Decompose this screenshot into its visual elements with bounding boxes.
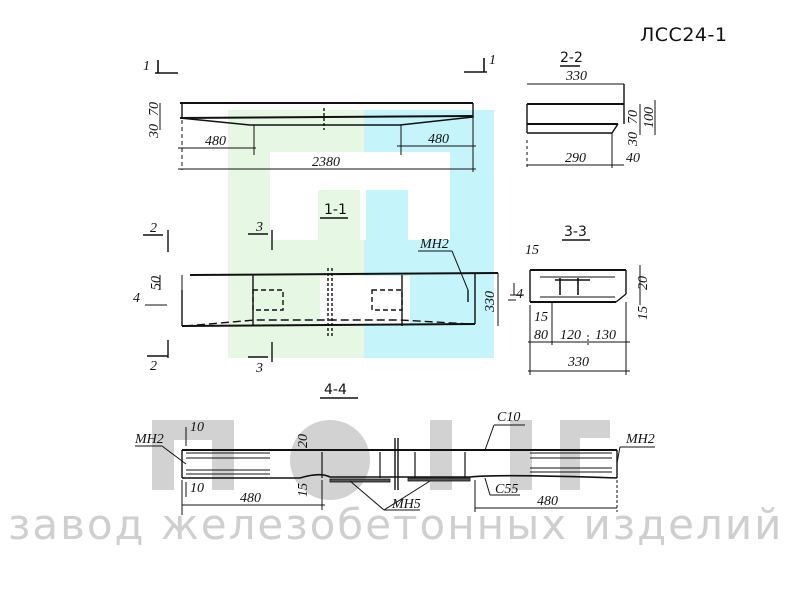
cut-2-bottom: 2 [150, 359, 157, 374]
dim-3-3-130: 130 [595, 328, 616, 343]
dim-1-1-330: 330 [483, 291, 498, 313]
cut-4-marker-3-3: 4 [516, 287, 523, 302]
section-4-4 [135, 397, 655, 515]
dim-elev-left-480: 480 [205, 134, 226, 149]
dim-3-3-15-left: 15 [534, 310, 548, 325]
callout-mh2-right: МН2 [625, 432, 655, 447]
callout-mh5: МН5 [391, 497, 421, 512]
section-2-2 [526, 65, 656, 168]
dim-3-3-120: 120 [560, 328, 581, 343]
dim-4-4-10-top: 10 [190, 420, 204, 435]
drawing-title: ЛСС24-1 [640, 24, 728, 46]
cut-3-bottom: 3 [255, 361, 263, 376]
dim-4-4-20: 20 [296, 434, 311, 448]
dim-4-4-right-480: 480 [537, 494, 558, 509]
section-3-3-label: 3-3 [564, 224, 587, 240]
cut-marker-1-right: 1 [489, 53, 496, 68]
cut-2-top: 2 [150, 221, 157, 236]
dim-elev-30: 30 [147, 124, 162, 139]
cut-4-marker: 4 [133, 291, 140, 306]
gray-watermark-letters [152, 420, 610, 500]
dim-3-3-330: 330 [567, 355, 589, 370]
dim-2-2-70: 70 [626, 110, 641, 124]
dim-2-2-30: 30 [626, 132, 641, 147]
dim-3-3-80: 80 [534, 328, 548, 343]
dim-2-2-330: 330 [565, 69, 587, 84]
dim-3-3-20: 20 [636, 276, 651, 290]
section-1-1-label: 1-1 [324, 202, 347, 218]
dim-elev-2380: 2380 [312, 155, 340, 170]
section-4-4-label: 4-4 [324, 382, 347, 398]
callout-c55: С55 [495, 482, 518, 497]
section-3-3 [510, 239, 641, 375]
dim-elev-right-480: 480 [428, 132, 449, 147]
dim-2-2-290: 290 [565, 151, 586, 166]
footer-watermark: завод железобетонных изделий [8, 500, 784, 549]
dim-4-4-10-bottom: 10 [190, 481, 204, 496]
section-1-1 [143, 217, 516, 362]
dim-3-3-15-right: 15 [636, 306, 651, 320]
logo-watermark [228, 110, 494, 358]
elevation-view [155, 58, 487, 172]
cut-marker-1-left: 1 [143, 59, 150, 74]
dim-2-2-40: 40 [626, 151, 640, 166]
dim-1-1-50: 50 [149, 276, 164, 290]
callout-mh2-1-1: МН2 [419, 237, 449, 252]
dim-elev-70: 70 [147, 102, 162, 116]
cut-3-top: 3 [255, 220, 263, 235]
dim-3-3-15-top: 15 [525, 243, 539, 258]
dim-4-4-left-480: 480 [240, 491, 261, 506]
callout-c10: С10 [497, 410, 520, 425]
callout-mh2-left: МН2 [134, 432, 164, 447]
dim-2-2-100: 100 [642, 107, 657, 128]
dim-4-4-15: 15 [296, 483, 311, 497]
section-2-2-label: 2-2 [560, 50, 583, 66]
